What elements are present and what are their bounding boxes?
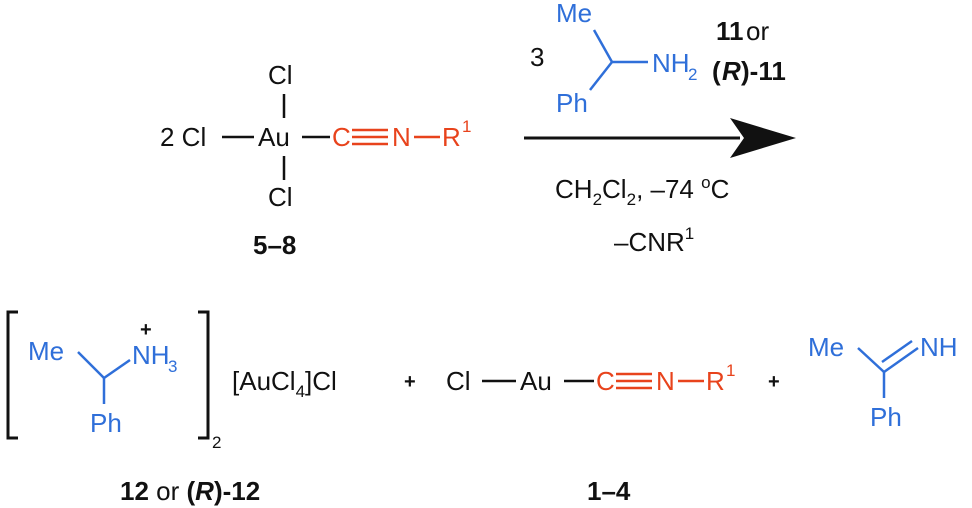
- product2-c: C: [596, 366, 615, 396]
- product1-me: Me: [28, 336, 64, 366]
- conditions-solvent: CH2Cl2, –74 oC: [555, 173, 729, 209]
- bracket-sub: 2: [212, 433, 221, 452]
- double-bond-2: [881, 339, 913, 364]
- reactant-au: Au: [258, 122, 290, 152]
- bond-c-n-p1: [103, 358, 131, 380]
- reactant-r-sup: 1: [462, 117, 471, 136]
- reactant-label: 5–8: [253, 230, 296, 260]
- product-ammonium-salt: 2 Me NH 3 + Ph [AuCl4]Cl 12 or (R)-12: [6, 310, 337, 506]
- reactant-cl-bottom: Cl: [268, 182, 293, 212]
- product3-me: Me: [808, 332, 844, 362]
- bond-me-c-p1: [77, 351, 105, 379]
- reactant-complex: Cl 2 Cl Au Cl C N R 1 5–8: [160, 60, 471, 260]
- reaction-arrow: [524, 118, 796, 158]
- bracket-right: [198, 310, 210, 440]
- bond-me-c: [592, 29, 614, 63]
- product1-ph: Ph: [90, 408, 122, 438]
- reactant-c: C: [332, 122, 351, 152]
- bond-c-ph: [589, 61, 613, 91]
- product1-nh: NH: [132, 340, 170, 370]
- product3-ph: Ph: [870, 402, 902, 432]
- product-gold-isocyanide: Cl Au C N R 1 1–4: [446, 361, 735, 506]
- reactant-cl-top: Cl: [268, 60, 293, 90]
- reagent-label-num: 11: [716, 16, 744, 46]
- product-imine: Me NH Ph: [808, 332, 958, 432]
- reagent-amine: 3 Me NH 2 Ph 11 or ( R )-11: [530, 0, 786, 118]
- arrow-head: [730, 118, 796, 158]
- product3-nh: NH: [920, 332, 958, 362]
- product1-counterion: [AuCl4]Cl: [232, 366, 337, 401]
- product2-au: Au: [520, 366, 552, 396]
- reagent-nh-sub: 2: [688, 65, 697, 84]
- product1-nh-sub: 3: [168, 357, 177, 376]
- product2-n: N: [656, 366, 675, 396]
- product1-label: 12 or (R)-12: [120, 476, 260, 506]
- reactant-n: N: [392, 122, 411, 152]
- reagent-nh: NH: [652, 48, 690, 78]
- plus-sign-2: +: [768, 371, 780, 393]
- product1-plus-charge: +: [140, 319, 152, 341]
- conditions: CH2Cl2, –74 oC –CNR1: [555, 173, 729, 257]
- reagent-equiv: 3: [530, 42, 544, 72]
- bracket-left: [6, 310, 18, 440]
- reagent-label-rest: )-11: [741, 56, 786, 86]
- product2-cl: Cl: [446, 366, 471, 396]
- conditions-byproduct: –CNR1: [614, 224, 694, 257]
- bond-me-c-p3: [857, 347, 885, 373]
- reactant-cl-left: 2 Cl: [160, 122, 206, 152]
- reactant-r: R: [442, 122, 461, 152]
- product2-label: 1–4: [587, 476, 631, 506]
- product2-r: R: [706, 366, 725, 396]
- plus-sign-1: +: [404, 371, 416, 393]
- reagent-me: Me: [556, 0, 592, 28]
- reagent-label-r: R: [722, 56, 741, 86]
- product2-r-sup: 1: [726, 361, 735, 380]
- reagent-label-paren: (: [712, 56, 721, 86]
- reagent-ph: Ph: [556, 88, 588, 118]
- reagent-label-or: or: [746, 16, 769, 46]
- double-bond-1: [883, 346, 919, 374]
